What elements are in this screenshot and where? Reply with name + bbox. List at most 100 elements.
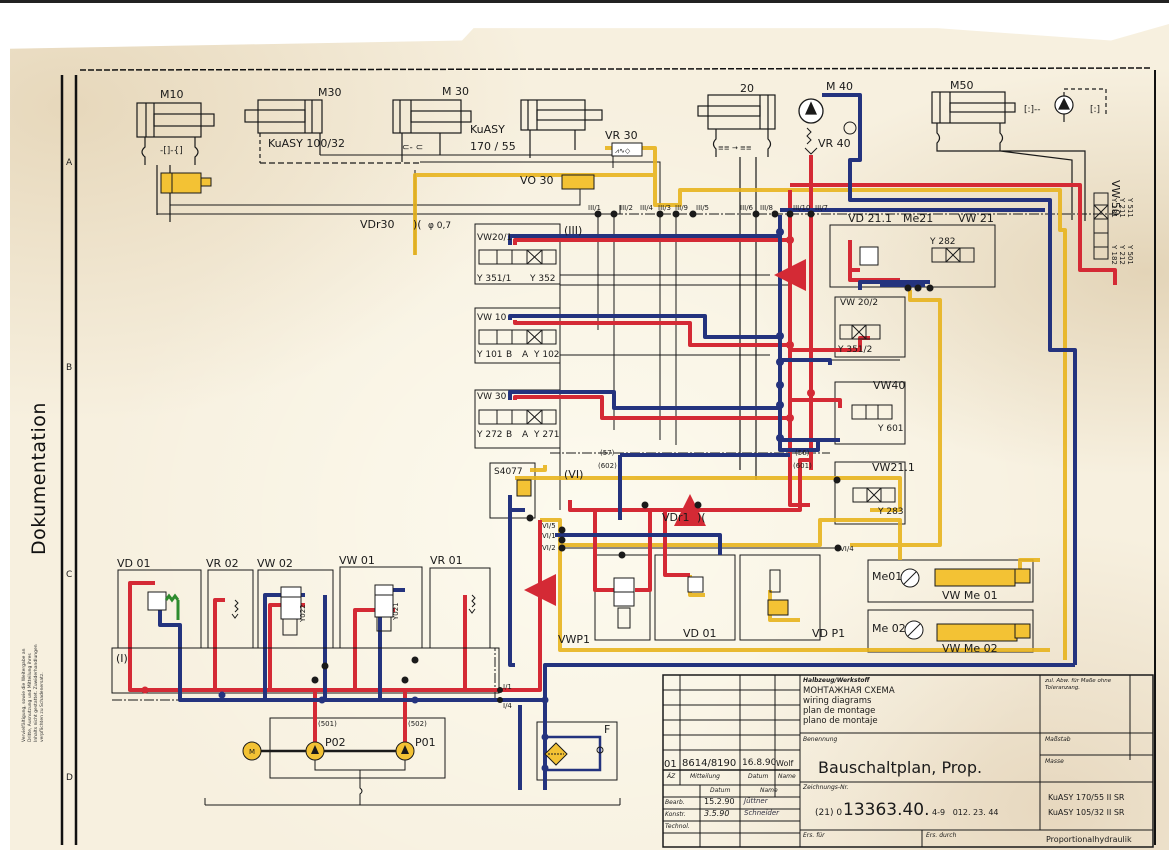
technol-label: Technol. [665,823,690,830]
orifice-symbol: )( [413,218,422,231]
label-vd01-block: VD 01 [683,627,717,640]
valve-symbol-vw01 [374,584,394,632]
label-m30-b-model-2: 170 / 55 [470,140,516,153]
label-vw02: VW 02 [257,557,293,570]
gauge-me01 [900,568,920,588]
label-vwme02: VW Me 02 [942,642,998,655]
label-vr30: VR 30 [605,129,638,142]
label-y181: Y 181 [1110,197,1118,218]
port-iii-4: III/4 [640,204,654,212]
label-y021: Y021 [392,602,400,621]
valve-symbol-vd01 [687,576,704,593]
motor-m40 [798,98,824,124]
label-block-vi: (VI) [564,468,583,481]
actuator-20: ≡≡ → ≡≡ [697,94,776,480]
zone-marker-b: B [66,363,72,373]
tolerance-label: zul. Abw. für Maße ohne Toleranzang. [1045,678,1112,691]
valve-symbol-vw21-1 [852,487,896,503]
drawing-number: 13363.40. [843,800,930,820]
valve-symbol-vwp1 [613,577,635,629]
port-b: B [506,430,512,440]
svg-text:[:]--: [:]-- [1024,105,1041,115]
label-y352: Y 352 [529,274,556,284]
filter-f [544,735,604,772]
ersatz-fuer-label: Ers. für [803,832,825,839]
zone-marker-d: D [66,773,73,783]
valve-symbol-vw02 [280,586,302,636]
valve-symbol-vw20-1 [478,249,557,265]
material-line-2: wiring diagrams [803,696,872,706]
label-vr02: VR 02 [206,557,239,570]
material-line-4: plano de montaje [803,716,878,726]
col-name: Name [760,787,778,794]
junction-dots [141,210,934,772]
port-57: (57) [600,449,615,457]
check-valve-vr40 [804,121,857,155]
hdr-az: ÄZ [667,773,676,780]
label-vwp1: VWP1 [558,633,590,646]
actuator-m10: -[]-{] [136,102,215,222]
port-iii-1: III/1 [588,204,601,212]
label-y283: Y 283 [877,507,904,517]
label-me02: Me 02 [872,622,906,635]
label-p01: P01 [415,736,436,749]
label-vdp1: VD P1 [812,627,845,640]
valve-symbol-vw30 [478,409,557,425]
label-y272: Y 272 [476,430,503,440]
actuator-m30-b: ⊂- ⊂ [392,99,472,162]
port-iii-5: III/5 [696,204,709,212]
valve-symbol-vr30: ⩘∿◇ [611,142,643,157]
label-m30-a-model: KuASY 100/32 [268,137,345,150]
port-labels-iii: III/1 III/2 III/4 III/3 III/9 III/5 III/… [588,204,828,212]
label-y211: Y 211 [1118,197,1126,218]
model-1: KuASY 170/55 II SR [1048,793,1125,802]
port-a: A [522,430,529,440]
port-501: (501) [318,720,337,728]
drawing-number-label: Zeichnungs-Nr. [803,784,849,791]
label-vr40: VR 40 [818,137,851,150]
pump-p02 [305,741,325,761]
valve-symbol-vwme02-spool [1014,623,1031,639]
pilot-lines [413,146,1067,660]
material-line-3: plan de montage [803,706,876,716]
label-vo30: VO 30 [520,174,553,187]
hdr-mitteilung: Mitteilung [690,773,720,780]
model-2: KuASY 105/32 II SR [1048,808,1125,817]
rev-datum: 16.8.90 [742,758,777,768]
zone-markers: A B C D [66,158,73,783]
check-valve-vr02 [231,599,239,619]
valve-symbol-vd21-1 [859,246,879,266]
port-iii-9: III/9 [675,204,688,212]
material-line-1: МОНТАЖНАЯ СХЕМА [803,686,895,696]
label-filter: F [604,723,610,736]
label-y271: Y 271 [533,430,560,440]
port-vi-1: VI/1 [542,532,556,540]
label-y601: Y 601 [877,424,904,434]
valve-symbol-vwme01-spool [1014,568,1031,584]
valve-symbol-vwme01 [934,568,1016,587]
label-y212: Y 212 [1118,244,1126,265]
port-a: A [522,350,529,360]
label-m10: M10 [160,88,184,101]
label-block-i: (I) [116,652,128,665]
valve-symbol-vwme02 [936,623,1018,642]
label-y282: Y 282 [929,237,956,247]
rev-az: 01 [664,759,677,770]
label-y182: Y 182 [1110,244,1118,265]
valve-symbol-s4077 [516,479,532,497]
pump-p01 [395,741,415,761]
port-i-4: I/4 [503,702,512,710]
valve-symbol-vw50 [1093,192,1109,260]
svg-text:[:]: [:] [1090,105,1100,115]
motor-m: M [242,741,262,761]
port-502: (502) [408,720,427,728]
port-iii-3: III/3 [658,204,671,212]
svg-text:⊂- ⊂: ⊂- ⊂ [402,143,423,153]
label-vw21-1: VW21.1 [872,461,915,474]
drawing-frame [60,67,1156,845]
subject: Proportionalhydraulik [1046,835,1132,844]
drawing-suffix: 4-9 012. 23. 44 [932,808,999,817]
svg-text:-[]-{]: -[]-{] [160,146,183,156]
label-vdr30-orifice: φ 0,7 [428,221,451,231]
port-vi-2: VI/2 [542,544,556,552]
